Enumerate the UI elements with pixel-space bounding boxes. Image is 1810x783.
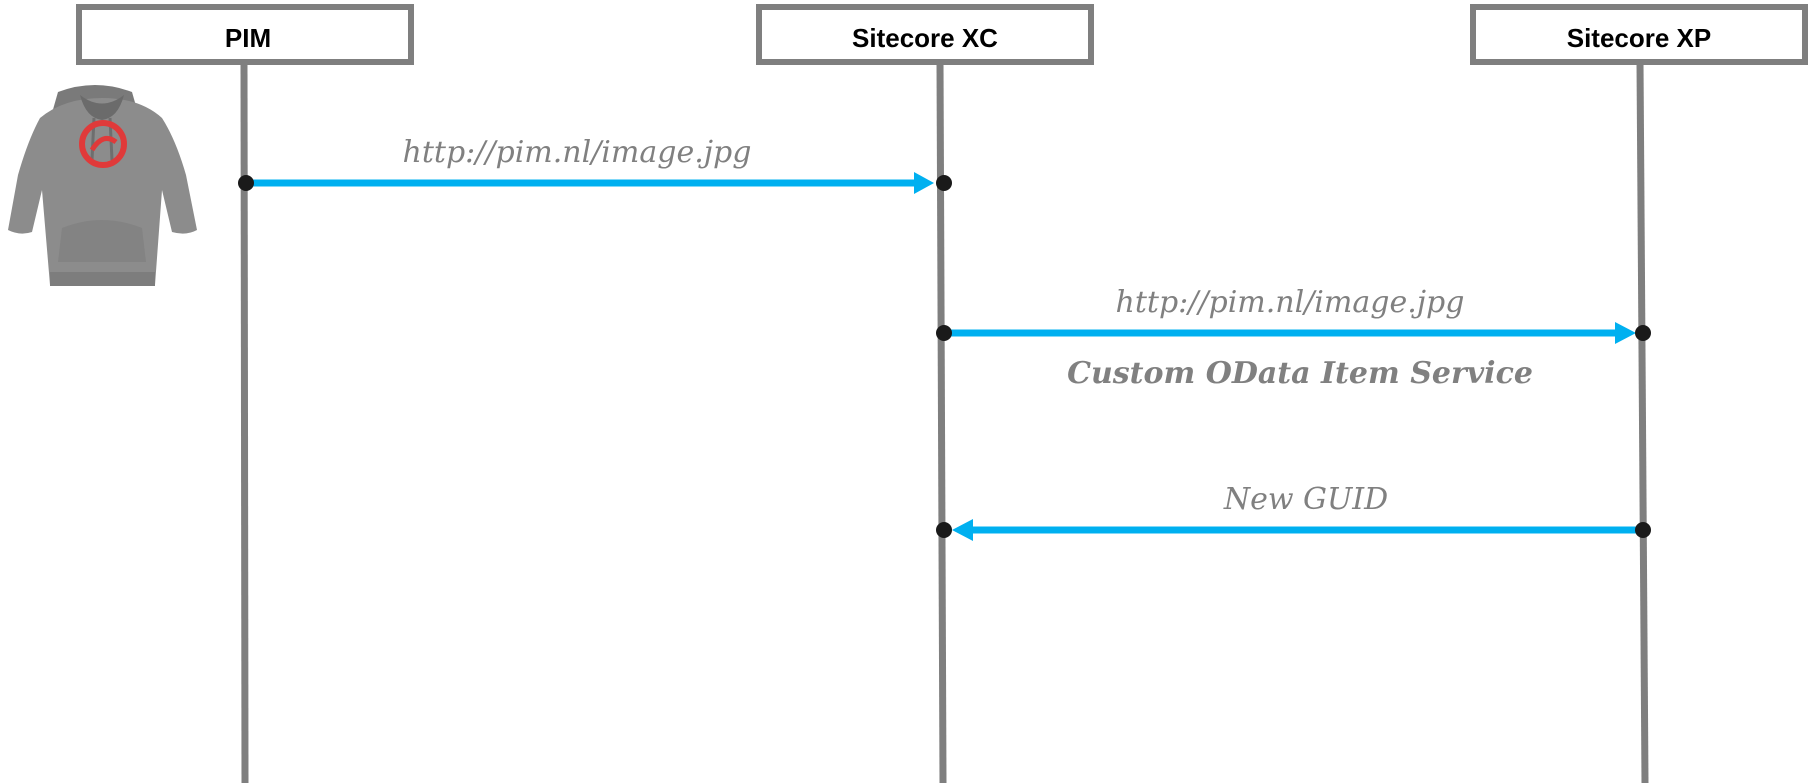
- message-sublabel: Custom OData Item Service: [1067, 356, 1533, 391]
- arrowhead: [952, 519, 973, 541]
- participant-sitecore-xc-label: Sitecore XC: [852, 23, 998, 53]
- participant-sitecore-xc: Sitecore XC: [756, 4, 1094, 65]
- message-label: http://pim.nl/image.jpg: [1116, 285, 1465, 320]
- arrowhead: [1615, 322, 1636, 344]
- lifeline-sitecore-xc: [936, 61, 947, 783]
- endpoint-dot: [936, 325, 952, 341]
- participant-sitecore-xp-label: Sitecore XP: [1567, 23, 1712, 53]
- endpoint-dot: [1635, 325, 1651, 341]
- hoodie-icon: [8, 85, 197, 286]
- message-xc-to-xp: http://pim.nl/image.jpg Custom OData Ite…: [936, 285, 1651, 391]
- endpoint-dot: [936, 522, 952, 538]
- sitecore-logo-icon: [79, 120, 127, 168]
- participant-pim-label: PIM: [225, 23, 271, 53]
- endpoint-dot: [238, 175, 254, 191]
- message-xp-to-xc: New GUID: [936, 482, 1651, 541]
- lifeline-pim: [240, 61, 249, 783]
- message-pim-to-xc: http://pim.nl/image.jpg: [238, 135, 952, 194]
- endpoint-dot: [1635, 522, 1651, 538]
- arrowhead: [914, 172, 934, 194]
- participant-sitecore-xp: Sitecore XP: [1470, 4, 1808, 65]
- message-label: New GUID: [1223, 482, 1388, 517]
- endpoint-dot: [936, 175, 952, 191]
- participant-pim: PIM: [76, 4, 414, 65]
- message-label: http://pim.nl/image.jpg: [403, 135, 752, 170]
- lifeline-sitecore-xp: [1636, 61, 1649, 783]
